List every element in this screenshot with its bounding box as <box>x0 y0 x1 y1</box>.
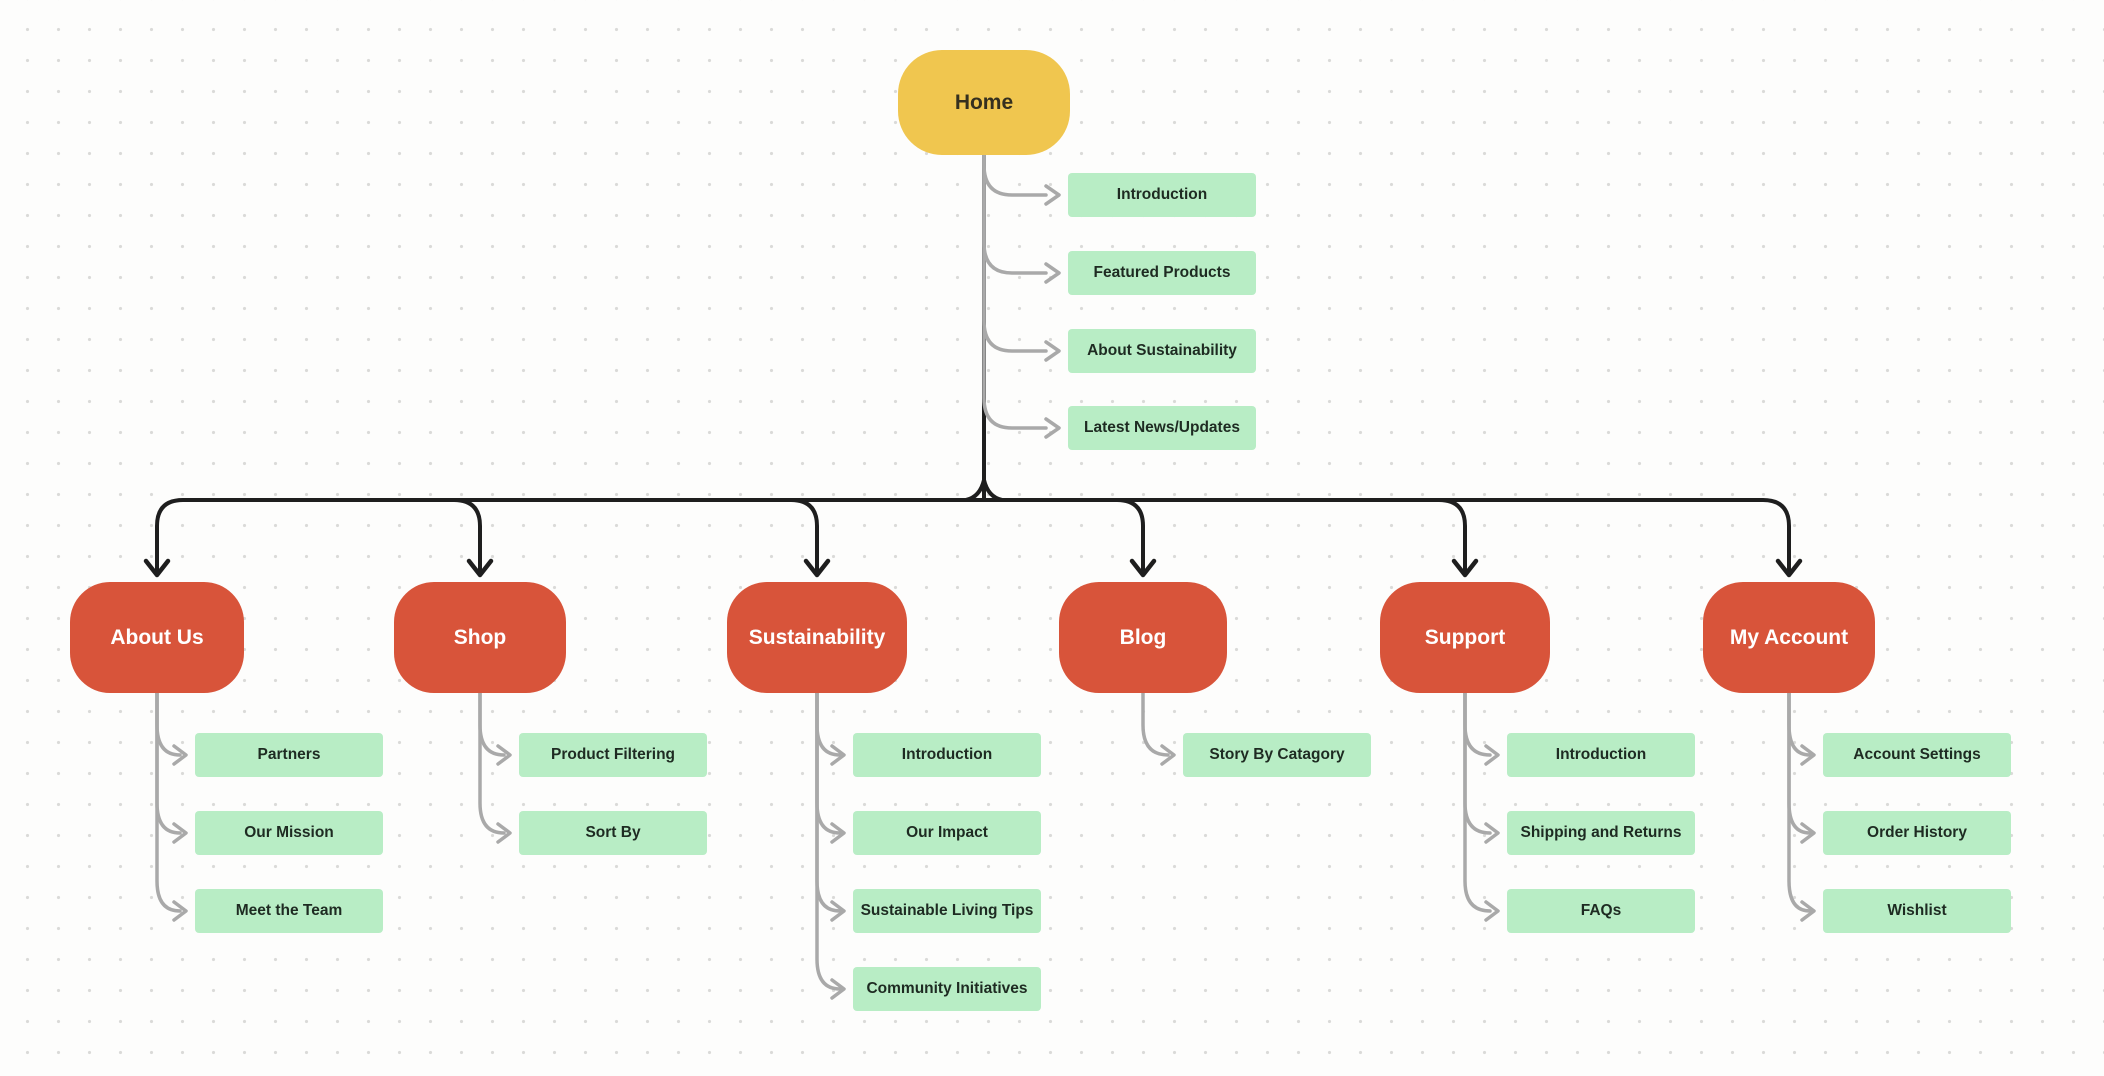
node-home-page-about-sustainability[interactable]: About Sustainability <box>1068 329 1256 373</box>
gray-arrowhead <box>1484 822 1500 844</box>
gray-arrowhead <box>172 744 188 766</box>
connector-drop-support <box>1437 498 1467 574</box>
node-blog-story-by-category[interactable]: Story By Catagory <box>1183 733 1371 777</box>
level2-connectors <box>155 153 1816 1000</box>
node-section-shop[interactable]: Shop <box>394 582 566 693</box>
gray-arrowhead <box>1484 900 1500 922</box>
connector-myaccount-settings <box>1787 691 1812 757</box>
connector-trunk-fillet-right <box>982 478 1004 502</box>
node-sustainability-introduction[interactable]: Introduction <box>853 733 1041 777</box>
node-myaccount-wishlist[interactable]: Wishlist <box>1823 889 2011 933</box>
node-sustainability-community-initiatives[interactable]: Community Initiatives <box>853 967 1041 1011</box>
connector-home-latest-news <box>982 153 1048 430</box>
gray-arrowhead <box>496 744 512 766</box>
arrowhead-about-us <box>143 558 171 578</box>
node-aboutus-meet-the-team[interactable]: Meet the Team <box>195 889 383 933</box>
node-support-shipping-and-returns[interactable]: Shipping and Returns <box>1507 811 1695 855</box>
black-arrowheads <box>143 558 1803 578</box>
connector-support-introduction <box>1463 691 1492 757</box>
node-home[interactable]: Home <box>898 50 1070 155</box>
connector-trunk-fillet-left <box>964 478 986 502</box>
gray-arrowhead <box>1484 744 1500 766</box>
node-section-blog[interactable]: Blog <box>1059 582 1227 693</box>
connector-sustainability-living-tips <box>815 691 842 913</box>
node-myaccount-account-settings[interactable]: Account Settings <box>1823 733 2011 777</box>
connector-sustainability-community <box>815 691 842 991</box>
gray-arrowhead <box>830 900 846 922</box>
node-section-sustainability[interactable]: Sustainability <box>727 582 907 693</box>
node-home-page-featured-products[interactable]: Featured Products <box>1068 251 1256 295</box>
node-myaccount-order-history[interactable]: Order History <box>1823 811 2011 855</box>
node-support-faqs[interactable]: FAQs <box>1507 889 1695 933</box>
connector-support-faqs <box>1463 691 1492 913</box>
node-home-page-latest-news[interactable]: Latest News/Updates <box>1068 406 1256 450</box>
gray-arrowhead <box>1800 822 1816 844</box>
connector-home-introduction <box>982 153 1048 197</box>
arrowhead-shop <box>466 558 494 578</box>
node-home-page-introduction[interactable]: Introduction <box>1068 173 1256 217</box>
node-shop-sort-by[interactable]: Sort By <box>519 811 707 855</box>
node-sustainability-our-impact[interactable]: Our Impact <box>853 811 1041 855</box>
gray-arrowhead <box>1044 184 1061 206</box>
node-section-my-account[interactable]: My Account <box>1703 582 1875 693</box>
node-section-support[interactable]: Support <box>1380 582 1550 693</box>
gray-arrowhead <box>496 822 512 844</box>
connector-aboutus-our-mission <box>155 691 182 835</box>
node-shop-product-filtering[interactable]: Product Filtering <box>519 733 707 777</box>
arrowhead-support <box>1451 558 1479 578</box>
connector-home-featured-products <box>982 153 1048 275</box>
gray-arrowhead <box>1044 262 1061 284</box>
node-section-about-us[interactable]: About Us <box>70 582 244 693</box>
arrowhead-my-account <box>1775 558 1803 578</box>
connector-blog-story-by-category <box>1141 691 1170 757</box>
connector-drop-blog <box>1115 498 1145 574</box>
gray-arrowhead <box>1044 417 1061 439</box>
arrowhead-sustainability <box>803 558 831 578</box>
gray-arrowhead <box>172 900 188 922</box>
gray-arrowhead <box>830 822 846 844</box>
arrowhead-blog <box>1129 558 1157 578</box>
connector-drop-shop <box>452 498 482 574</box>
connector-distributor <box>155 498 1791 574</box>
connector-support-shipping <box>1463 691 1492 835</box>
gray-arrowhead <box>1800 744 1816 766</box>
gray-arrowhead <box>1160 744 1176 766</box>
level1-connectors <box>143 153 1803 578</box>
node-sustainability-living-tips[interactable]: Sustainable Living Tips <box>853 889 1041 933</box>
connector-shop-product-filtering <box>478 691 506 757</box>
node-support-introduction[interactable]: Introduction <box>1507 733 1695 777</box>
connector-myaccount-order-history <box>1787 691 1812 835</box>
connector-aboutus-meet-the-team <box>155 691 182 913</box>
connector-shop-sort-by <box>478 691 506 835</box>
connector-home-about-sustainability <box>982 153 1048 353</box>
connector-drop-sustainability <box>789 498 819 574</box>
gray-arrowhead <box>1800 900 1816 922</box>
gray-arrowhead <box>172 822 188 844</box>
connector-myaccount-wishlist <box>1787 691 1812 913</box>
gray-arrowhead <box>1044 340 1061 362</box>
gray-arrowhead <box>830 744 846 766</box>
node-aboutus-our-mission[interactable]: Our Mission <box>195 811 383 855</box>
node-aboutus-partners[interactable]: Partners <box>195 733 383 777</box>
gray-arrowhead <box>830 978 846 1000</box>
connector-aboutus-partners <box>155 691 182 757</box>
connector-sustainability-our-impact <box>815 691 842 835</box>
connector-sustainability-introduction <box>815 691 842 757</box>
